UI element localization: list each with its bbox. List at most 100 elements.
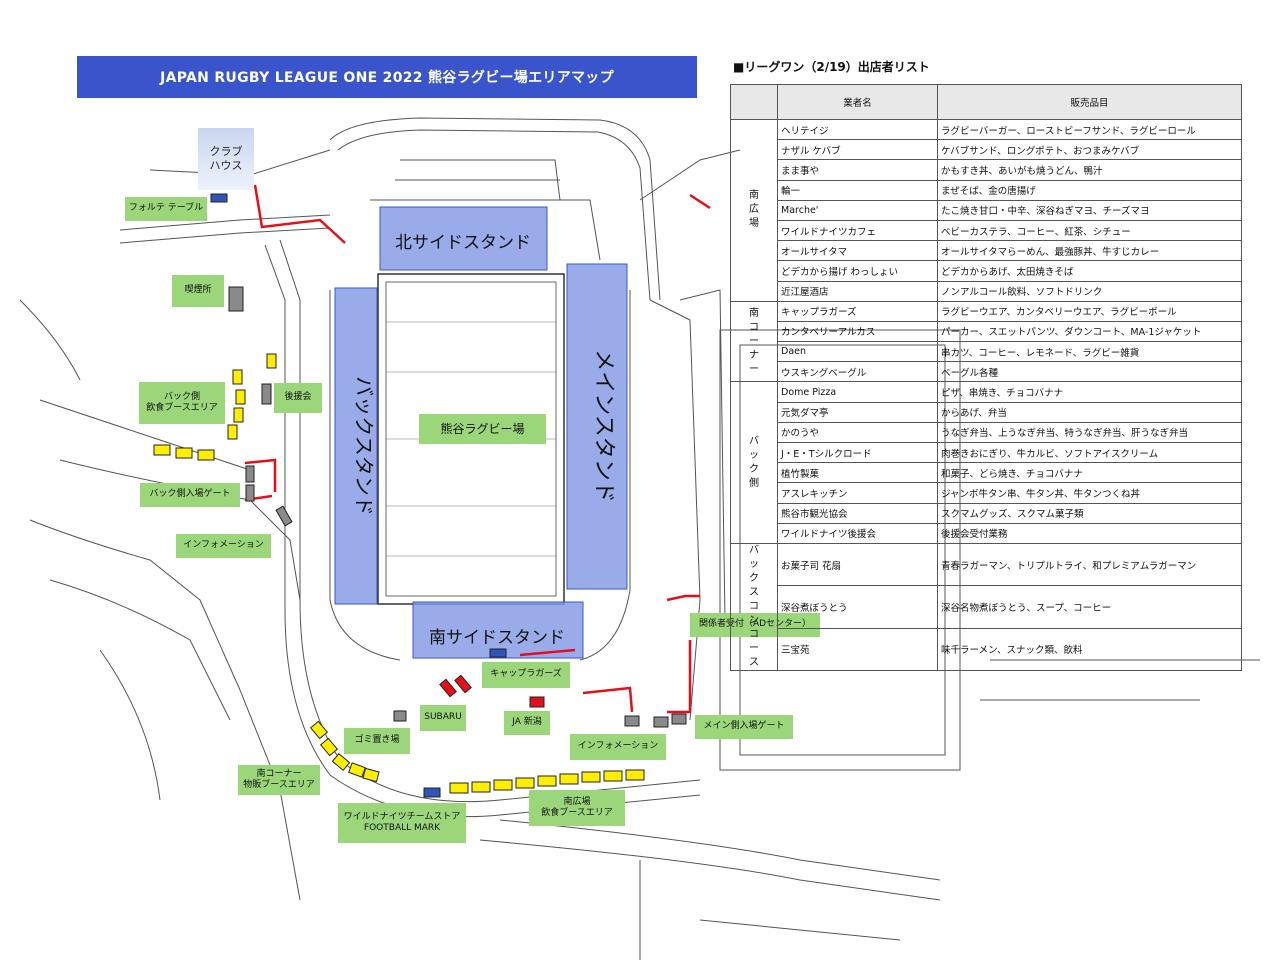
items-cell: 青春ラガーマン、トリプルトライ、和プレミアムラガーマン [937,542,1242,587]
info-west-label: インフォメーション [176,534,271,558]
table-row: かのうやうなぎ弁当、上うなぎ弁当、特うなぎ弁当、肝うなぎ弁当 [731,421,1242,444]
vendor-name-cell: かのうや [777,421,938,444]
items-cell: オールサイタマらーめん、最強豚丼、牛すじカレー [937,240,1242,262]
map-title: JAPAN RUGBY LEAGUE ONE 2022 熊谷ラグビー場エリアマッ… [77,56,697,98]
items-cell: からあげ、弁当 [937,401,1242,423]
area-cell: 南広場 [730,119,778,302]
supporters-label: 後援会 [274,383,322,413]
table-row: どデカから揚げ わっしょいどデカからあげ、太田焼きそば [731,260,1242,282]
table-row: 元気ダマ亭からあげ、弁当 [731,401,1242,423]
info-south-label: インフォメーション [570,734,666,760]
table-row: オールサイタマオールサイタマらーめん、最強豚丼、牛すじカレー [731,240,1242,262]
vendor-name-cell: お菓子司 花扇 [777,542,938,587]
area-cell: 南コーナー [730,300,778,383]
table-row: 近江屋酒店ノンアルコール飲料、ソフトドリンク [731,280,1242,302]
vendor-name-cell: ヘリテイジ [777,118,938,141]
vendor-name-cell: 輪一 [777,179,938,201]
items-header: 販売品目 [937,84,1242,120]
table-row: 南広場ヘリテイジラグビーバーガー、ローストビーフサンド、ラグビーロール [730,118,1242,302]
vendor-table-body: 南広場ヘリテイジラグビーバーガー、ローストビーフサンド、ラグビーロールナザル ケ… [730,118,1242,671]
items-cell: たこ焼き甘口・中辛、深谷ねぎマヨ、チーズマヨ [937,199,1242,221]
ja-label: JA 新潟 [504,711,550,735]
items-cell: ノンアルコール飲料、ソフトドリンク [937,280,1242,302]
vendor-name-cell: ワイルドナイツ後援会 [777,522,938,544]
back-gate-label: バック側入場ゲート [140,483,240,507]
vendor-table: 業者名 販売品目 南広場ヘリテイジラグビーバーガー、ローストビーフサンド、ラグビ… [730,84,1242,671]
vendor-name-cell: ウスキングベーグル [777,361,938,383]
items-cell: ケバブサンド、ロングポテト、おつまみケバブ [937,139,1242,161]
main-stand-label: メインスタンド [591,349,616,503]
vendor-name-cell: J・E・Tシルクロード [777,441,938,464]
table-row: アスレキッチンジャンボ牛タン串、牛タン丼、牛タンつくね丼 [731,482,1242,504]
items-cell: パーカー、スエットパンツ、ダウンコート、MA-1ジャケット [937,320,1242,343]
table-row: J・E・Tシルクロード肉巻きおにぎり、牛カルビ、ソフトアイスクリーム [731,441,1242,464]
area-cell: バック側 [730,381,778,544]
vendor-name-cell: Daen [777,341,938,363]
main-stand [566,263,628,590]
vendor-name-cell: どデカから揚げ わっしょい [777,260,938,282]
table-row: 植竹製菓和菓子、どら焼き、チョコバナナ [731,462,1242,484]
vendor-name-cell: キャップラガーズ [777,300,938,322]
table-row: ウスキングベーグルベーグル各種 [731,361,1242,383]
gray-booths [228,286,687,728]
stands [334,206,628,659]
items-cell: ラグビーバーガー、ローストビーフサンド、ラグビーロール [937,118,1242,141]
vendor-name-cell: オールサイタマ [777,240,938,262]
area-name: バック側 [749,435,759,489]
vendor-name-cell: Marche' [777,199,938,221]
items-cell: 味千ラーメン、スナック類、飲料 [937,627,1242,671]
vendor-name-cell: ナザル ケバブ [777,139,938,161]
table-row: 深谷煮ぼうとう深谷名物煮ぼうとう、スープ、コーヒー [731,585,1242,629]
items-cell: 深谷名物煮ぼうとう、スープ、コーヒー [937,585,1242,629]
vendor-list-title: ■リーグワン（2/19）出店者リスト [733,60,930,74]
blue-booths [210,193,507,798]
items-cell: うなぎ弁当、上うなぎ弁当、特うなぎ弁当、肝うなぎ弁当 [937,421,1242,444]
vendor-table-header: 業者名 販売品目 [730,84,1242,120]
items-cell: スクマムグッズ、スクマム菓子類 [937,502,1242,524]
table-row: まま事やかもすき丼、あいがも焼うどん、鴨汁 [731,159,1242,181]
items-cell: ベビーカステラ、コーヒー、紅茶、シチュー [937,219,1242,242]
yellow-booths [153,353,645,794]
items-cell: ピザ、串焼き、チョコバナナ [937,381,1242,403]
vendor-name-cell: Dome Pizza [777,381,938,403]
area-header [730,84,778,120]
items-cell: 肉巻きおにぎり、牛カルビ、ソフトアイスクリーム [937,441,1242,464]
items-cell: 串カツ、コーヒー、レモネード、ラグビー雑貨 [937,341,1242,363]
red-booths [439,674,545,708]
table-row: バックスコンコースお菓子司 花扇青春ラガーマン、トリプルトライ、和プレミアムラガ… [730,542,1242,671]
items-cell: ラグビーウエア、カンタベリーウエア、ラグビーボール [937,300,1242,322]
vendor-name-cell: 熊谷市観光協会 [777,502,938,524]
back-stand [334,287,378,605]
south-corner-label: 南コーナー 物販ブースエリア [238,765,320,795]
table-row: 輪一まぜそば、金の唐揚げ [731,179,1242,201]
table-row: カンタベリーアルカスパーカー、スエットパンツ、ダウンコート、MA-1ジャケット [731,320,1242,343]
south-stand [412,601,584,659]
area-cell: バックスコンコース [730,542,778,671]
vendor-name-cell: 三宝苑 [777,627,938,671]
area-name: 南コーナー [749,307,759,375]
garbage-label: ゴミ置き場 [344,728,410,754]
items-cell: まぜそば、金の唐揚げ [937,179,1242,201]
table-row: ワイルドナイツ後援会後援会受付業務 [731,522,1242,544]
table-row: ナザル ケバブケバブサンド、ロングポテト、おつまみケバブ [731,139,1242,161]
north-stand-label: 北サイドスタンド [395,233,531,253]
table-row: Marche'たこ焼き甘口・中辛、深谷ねぎマヨ、チーズマヨ [731,199,1242,221]
vendor-name-cell: まま事や [777,159,938,181]
vendor-name-cell: 近江屋酒店 [777,280,938,302]
items-cell: かもすき丼、あいがも焼うどん、鴨汁 [937,159,1242,181]
forte-table-label: フォルテ テーブル [125,197,207,221]
vendor-name-cell: 深谷煮ぼうとう [777,585,938,629]
vendor-name-cell: 植竹製菓 [777,462,938,484]
smoking-label: 喫煙所 [172,275,224,307]
south-plaza-label: 南広場 飲食ブースエリア [529,790,625,826]
items-cell: ジャンボ牛タン串、牛タン丼、牛タンつくね丼 [937,482,1242,504]
back-food-label: バック側 飲食ブースエリア [139,382,225,424]
items-cell: どデカからあげ、太田焼きそば [937,260,1242,282]
main-gate-label: メイン側入場ゲート [695,715,793,739]
subaru-label: SUBARU [420,705,466,731]
vendor-name-cell: ワイルドナイツカフェ [777,219,938,242]
items-cell: ベーグル各種 [937,361,1242,383]
vendor-name-cell: 元気ダマ亭 [777,401,938,423]
